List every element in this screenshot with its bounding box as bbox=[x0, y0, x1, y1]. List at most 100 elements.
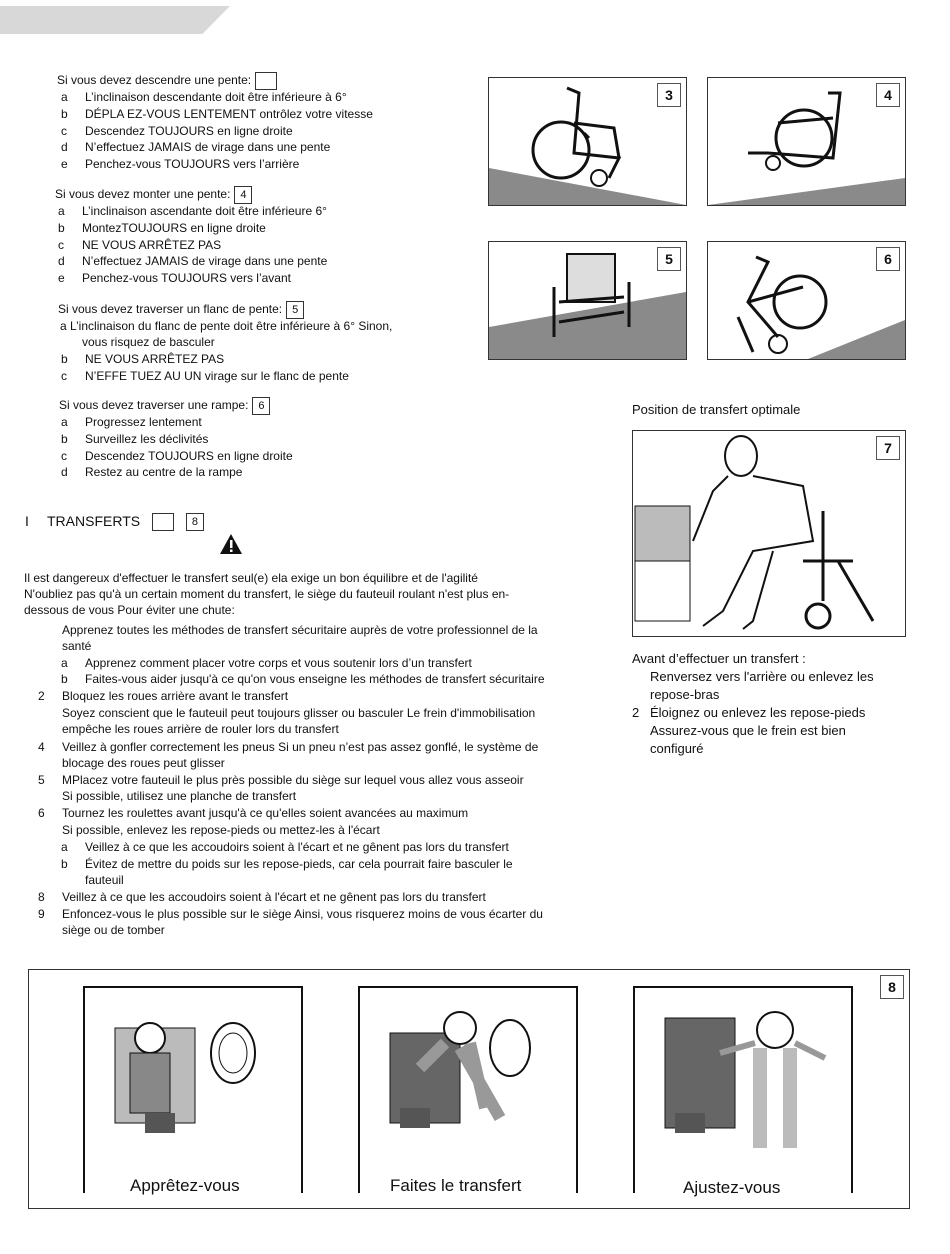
step-letter: b bbox=[61, 857, 68, 871]
item-text: MontezTOUJOURS en ligne droite bbox=[82, 220, 266, 235]
descend-title: Si vous devez descendre une pente: bbox=[57, 72, 278, 90]
item-text: L’inclinaison ascendante doit être infér… bbox=[82, 204, 327, 218]
transfer-step: Apprenez toutes les méthodes de transfer… bbox=[62, 622, 538, 638]
step-text: Faites-vous aider jusqu'à ce qu'on vous … bbox=[85, 672, 545, 686]
ascend-box: 4 bbox=[234, 186, 253, 204]
ascend-title: Si vous devez monter une pente:4 bbox=[55, 186, 253, 204]
before-transfer-line4: Assurez-vous que le frein est bien bbox=[650, 723, 846, 738]
wheelchair-descending-illustration bbox=[489, 86, 686, 205]
step-text: empêche les roues arrière de rouler lors… bbox=[62, 722, 339, 736]
figure-3: 3 bbox=[488, 77, 687, 206]
step-letter: a bbox=[61, 840, 68, 854]
flank-item-a: a L’inclinaison du flanc de pente doit ê… bbox=[60, 319, 393, 333]
before-transfer-line1: Renversez vers l'arrière ou enlevez les bbox=[650, 669, 874, 684]
before-transfer-line3: Éloignez ou enlevez les repose-pieds bbox=[650, 705, 866, 720]
warning-text-3: dessous de vous Pour éviter une chute: bbox=[24, 603, 235, 617]
figure-number-3: 3 bbox=[657, 83, 681, 107]
transfer-step: fauteuil bbox=[85, 872, 124, 888]
step-text: Si possible, utilisez une planche de tra… bbox=[62, 789, 297, 803]
warning-text-2: N'oubliez pas qu'à un certain moment du … bbox=[24, 587, 510, 601]
item-text: L’inclinaison descendante doit être infé… bbox=[85, 90, 347, 104]
item-text: Surveillez les déclivités bbox=[85, 431, 209, 446]
ramp-item: b Surveillez les déclivités bbox=[61, 431, 208, 447]
step-text: fauteuil bbox=[85, 873, 124, 887]
item-letter: c bbox=[61, 368, 67, 383]
step-number: 6 bbox=[38, 806, 45, 820]
transfer-step: 5 MPlacez votre fauteuil le plus près pos… bbox=[38, 772, 524, 788]
before-transfer-line5: configuré bbox=[650, 741, 704, 756]
step-text: Soyez conscient que le fauteuil peut tou… bbox=[62, 706, 536, 720]
ramp-item: a Progressez lentement bbox=[61, 414, 202, 430]
step-text: Si possible, enlevez les repose-pieds ou… bbox=[62, 823, 380, 837]
warning-icon bbox=[220, 534, 242, 554]
item-letter: b bbox=[61, 106, 68, 121]
figure-8: 8 Apprêtez-vous Faites le transfert bbox=[28, 969, 910, 1209]
figure-number-7: 7 bbox=[876, 436, 900, 460]
step-number: 5 bbox=[38, 773, 45, 787]
item-letter: c bbox=[61, 123, 67, 138]
wheelchair-ramp-illustration bbox=[736, 255, 905, 359]
step-text: Tournez les roulettes avant jusqu'à ce q… bbox=[62, 806, 469, 820]
transfer-step: siège ou de tomber bbox=[62, 922, 165, 938]
step-letter: a bbox=[61, 656, 68, 670]
figure-7: 7 bbox=[632, 430, 906, 637]
transfer-step: b Faites-vous aider jusqu'à ce qu'on vous… bbox=[61, 671, 545, 687]
adjust-illustration bbox=[664, 1011, 827, 1148]
item-letter: d bbox=[61, 465, 68, 480]
transfer-step: 6 Tournez les roulettes avant jusqu'à ce … bbox=[38, 805, 468, 821]
item-text: N’effectuez JAMAIS de virage dans une pe… bbox=[82, 254, 328, 269]
step-text: MPlacez votre fauteuil le plus près poss… bbox=[62, 773, 524, 787]
warning-text-1: Il est dangereux d'effectuer le transfer… bbox=[24, 571, 478, 585]
figure-number-6: 6 bbox=[876, 247, 900, 271]
before-transfer-item2: 2 Éloignez ou enlevez les repose-pieds bbox=[632, 704, 874, 722]
transfer-step: Soyez conscient que le fauteuil peut tou… bbox=[62, 705, 535, 721]
ramp-box: 6 bbox=[252, 397, 271, 415]
figure-number-5: 5 bbox=[657, 247, 681, 271]
item-letter: a bbox=[58, 204, 65, 218]
item-text: Descendez TOUJOURS en ligne droite bbox=[85, 123, 293, 138]
prepare-illustration bbox=[114, 1022, 256, 1133]
flank-item: b NE VOUS ARRÊTEZ PAS bbox=[61, 351, 224, 367]
flank-item-a-cont: vous risquez de basculer bbox=[82, 335, 215, 349]
item-text: Progressez lentement bbox=[85, 415, 202, 429]
descend-item: c Descendez TOUJOURS en ligne droite bbox=[61, 123, 293, 139]
descend-box bbox=[255, 72, 278, 90]
item-text: N’EFFE TUEZ AU UN virage sur le flanc de… bbox=[85, 368, 349, 383]
transfers-empty-box bbox=[151, 513, 174, 532]
transfers-title: TRANSFERTS bbox=[47, 513, 141, 529]
item-text: NE VOUS ARRÊTEZ PAS bbox=[85, 352, 225, 366]
ramp-title: Si vous devez traverser une rampe:6 bbox=[59, 397, 271, 415]
step-text: siège ou de tomber bbox=[62, 923, 165, 937]
item-letter: a bbox=[61, 415, 68, 429]
step-text: Bloquez les roues arrière avant le trans… bbox=[62, 689, 289, 703]
step-number: 8 bbox=[38, 890, 45, 904]
transfer-step: Si possible, utilisez une planche de tra… bbox=[62, 788, 296, 804]
item-letter: b bbox=[61, 352, 68, 366]
panel-prepare bbox=[83, 986, 303, 1193]
item-letter: b bbox=[61, 431, 68, 446]
figure-number-4: 4 bbox=[876, 83, 900, 107]
step-number: 4 bbox=[38, 740, 45, 754]
item-letter: d bbox=[61, 140, 68, 155]
step-number: 9 bbox=[38, 907, 45, 921]
figure-number-8: 8 bbox=[880, 975, 904, 999]
transfer-step: a Apprenez comment placer votre corps et … bbox=[61, 655, 472, 671]
step-letter: b bbox=[61, 672, 68, 686]
before-transfer-number: 2 bbox=[632, 705, 640, 720]
transfer-position-illustration bbox=[634, 435, 875, 630]
step-text: Apprenez toutes les méthodes de transfer… bbox=[62, 623, 538, 637]
transfer-illustration bbox=[389, 1011, 531, 1128]
step-text: Apprenez comment placer votre corps et v… bbox=[85, 656, 472, 670]
